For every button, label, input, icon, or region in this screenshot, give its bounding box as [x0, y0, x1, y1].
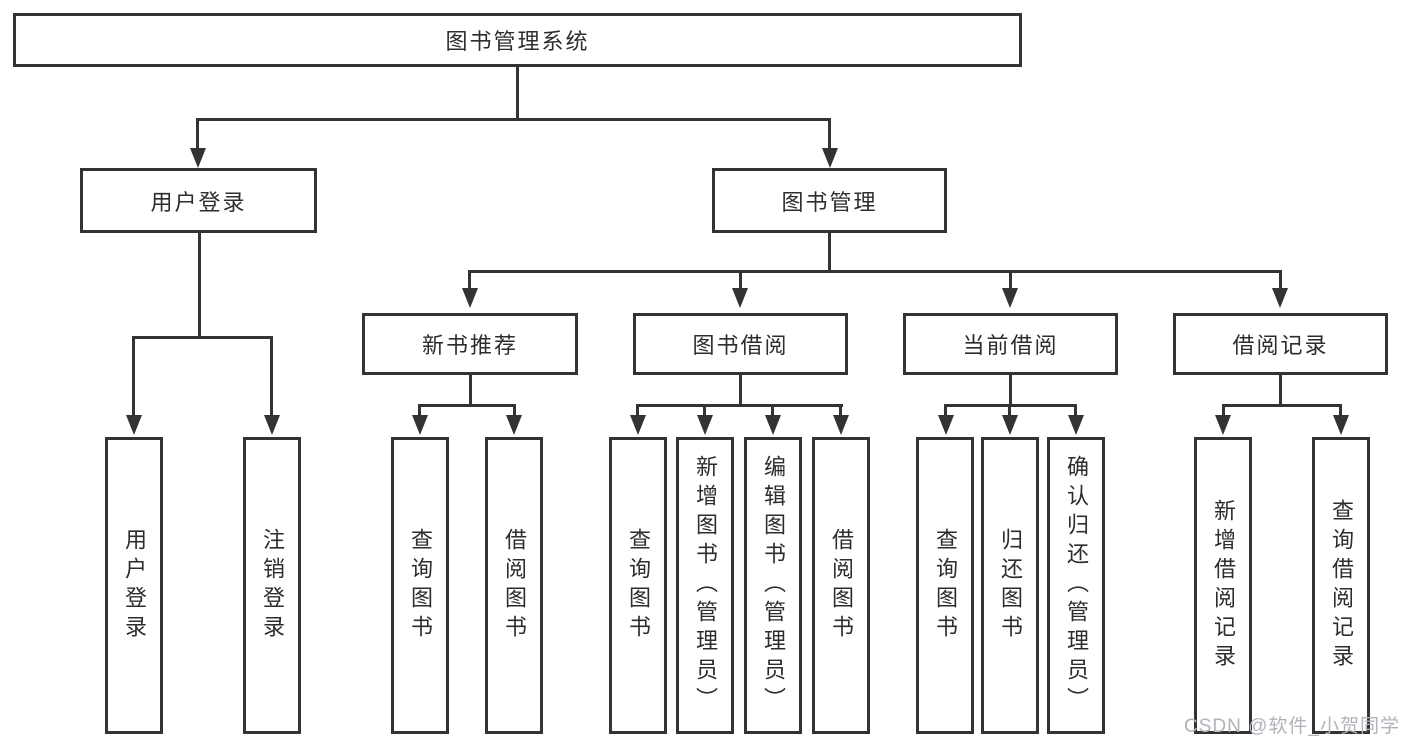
node-book-borrow: 图书借阅: [633, 313, 848, 375]
arrowhead-borrow-records: [1272, 288, 1288, 308]
leaf-user-login: 用户登录: [105, 437, 163, 734]
arrowhead-user-login-branch: [190, 148, 206, 168]
leaf-return-book: 归还图书: [981, 437, 1039, 734]
edge-borrow-records-drop-2: [1339, 404, 1342, 415]
edge-drop-borrow-records: [1279, 270, 1282, 290]
node-root: 图书管理系统: [13, 13, 1022, 67]
edge-book-borrow-drop-2: [703, 404, 706, 415]
arrowhead-leaf-edit-book: [765, 415, 781, 435]
edge-current-borrow-drop-2: [1008, 404, 1011, 415]
arrowhead-leaf-user-login: [126, 415, 142, 435]
edge-book-borrow-drop-4: [839, 404, 842, 415]
node-user-login-branch: 用户登录: [80, 168, 317, 233]
edge-user-login-drop-1: [132, 336, 135, 415]
edge-book-mgmt-rail: [468, 270, 1281, 273]
arrowhead-leaf-add-record: [1215, 415, 1231, 435]
leaf-query-books-2: 查询图书: [609, 437, 667, 734]
edge-root-rail: [196, 118, 830, 121]
edge-root-stem: [516, 67, 519, 118]
edge-new-book-drop-2: [513, 404, 516, 415]
edge-book-borrow-drop-1: [636, 404, 639, 415]
leaf-borrow-books-1: 借阅图书: [485, 437, 543, 734]
leaf-query-books-1: 查询图书: [391, 437, 449, 734]
edge-book-borrow-stem: [739, 375, 742, 404]
arrowhead-current-borrow: [1002, 288, 1018, 308]
arrowhead-leaf-borrow-books-2: [833, 415, 849, 435]
arrowhead-book-borrow: [732, 288, 748, 308]
arrowhead-leaf-query-record: [1333, 415, 1349, 435]
arrowhead-leaf-add-book: [697, 415, 713, 435]
edge-user-login-drop-2: [270, 336, 273, 415]
edge-user-login-rail: [132, 336, 272, 339]
edge-drop-current-borrow: [1009, 270, 1012, 290]
edge-new-book-stem: [469, 375, 472, 404]
edge-borrow-records-drop-1: [1222, 404, 1225, 415]
edge-book-borrow-rail: [636, 404, 843, 407]
leaf-edit-book-admin: 编辑图书（管理员）: [744, 437, 802, 734]
edge-current-borrow-drop-3: [1074, 404, 1077, 415]
arrowhead-leaf-query-books-3: [938, 415, 954, 435]
edge-drop-new-book: [468, 270, 471, 290]
edge-current-borrow-drop-1: [944, 404, 947, 415]
arrowhead-new-book-rec: [462, 288, 478, 308]
edge-borrow-records-rail: [1222, 404, 1342, 407]
edge-book-borrow-drop-3: [771, 404, 774, 415]
edge-user-login-stem: [198, 233, 201, 336]
arrowhead-leaf-query-books-1: [412, 415, 428, 435]
leaf-confirm-return-admin: 确认归还（管理员）: [1047, 437, 1105, 734]
edge-borrow-records-stem: [1279, 375, 1282, 404]
arrowhead-leaf-logout: [264, 415, 280, 435]
leaf-add-book-admin: 新增图书（管理员）: [676, 437, 734, 734]
node-current-borrow: 当前借阅: [903, 313, 1118, 375]
edge-root-drop-right: [828, 118, 831, 150]
node-borrow-records: 借阅记录: [1173, 313, 1388, 375]
node-book-mgmt-branch: 图书管理: [712, 168, 947, 233]
leaf-add-borrow-record: 新增借阅记录: [1194, 437, 1252, 734]
edge-current-borrow-stem: [1009, 375, 1012, 404]
leaf-logout: 注销登录: [243, 437, 301, 734]
leaf-query-borrow-record: 查询借阅记录: [1312, 437, 1370, 734]
csdn-watermark: CSDN @软件_小贺同学: [1184, 716, 1400, 737]
arrowhead-leaf-query-books-2: [630, 415, 646, 435]
edge-drop-book-borrow: [739, 270, 742, 290]
arrowhead-leaf-confirm-return: [1068, 415, 1084, 435]
edge-new-book-rail: [418, 404, 516, 407]
leaf-borrow-books-2: 借阅图书: [812, 437, 870, 734]
leaf-query-books-3: 查询图书: [916, 437, 974, 734]
edge-new-book-drop-1: [418, 404, 421, 415]
arrowhead-leaf-return-book: [1002, 415, 1018, 435]
edge-root-drop-left: [196, 118, 199, 150]
arrowhead-book-mgmt-branch: [822, 148, 838, 168]
edge-book-mgmt-stem: [828, 233, 831, 270]
node-new-book-rec: 新书推荐: [362, 313, 578, 375]
arrowhead-leaf-borrow-books-1: [506, 415, 522, 435]
